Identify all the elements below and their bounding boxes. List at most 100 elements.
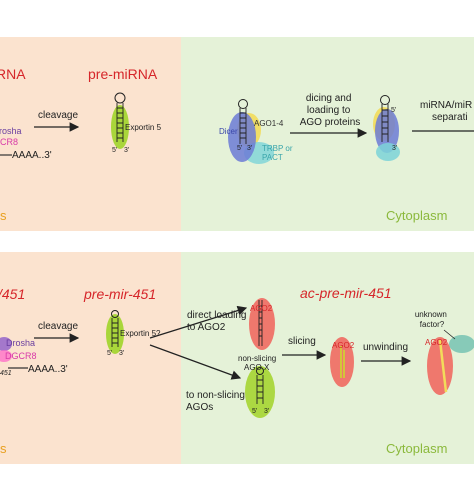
loaded-ago-complex: 5' 3' (373, 95, 400, 161)
ago2-loaded: AGO2 (249, 298, 275, 350)
loaded-hairpin-stem (381, 104, 389, 142)
polya-tail-label-bottom: AAAA..3' (28, 364, 68, 375)
ago2-hairpin (258, 300, 263, 346)
nonslicing-route-line2: AGOs (186, 402, 213, 413)
ago2-sliced: AGO2 (330, 337, 355, 387)
dicing-label-line3: AGO proteins (300, 117, 361, 128)
nonslicing-route-line1: to non-slicing (186, 390, 245, 401)
ago-x-prime3: 3' (264, 408, 269, 415)
unknown-factor-line2: factor? (420, 320, 445, 329)
cytoplasm-label-bottom: Cytoplasm (386, 441, 447, 456)
pre-mirna-exportin5: Exportin 5 5' 3' (111, 92, 162, 154)
ago2-mature-label: AGO2 (425, 338, 448, 347)
dicer-complex: Dicer AGO1-4 TRBP or PACT 5' 3' (219, 99, 295, 164)
nucleus-label-bottom: s (0, 441, 7, 456)
loaded-ago-cyan (376, 143, 400, 161)
ago-x-loaded: non-slicing AGO X 5' 3' (238, 354, 278, 418)
trbp-label-line2: PACT (262, 153, 283, 162)
nucleus-region-bottom (0, 252, 181, 464)
nonslicing-ago-label: non-slicing AGO X (238, 354, 278, 372)
nonslicing-ago-line1: non-slicing (238, 354, 276, 363)
exportin5-shape-bottom (106, 314, 124, 354)
dicing-label: dicing and loading to AGO proteins (300, 93, 361, 128)
dgcr8-label-bottom: DGCR8 (5, 351, 37, 361)
drosha-complex-bottom: Drosha DGCR8 451 AAAA..3' (0, 337, 68, 377)
dgcr8-label: CR8 (0, 137, 18, 147)
nonslicing-route-label: to non-slicing AGOs (186, 390, 248, 413)
pre-mirna-label: pre-miRNA (88, 66, 158, 82)
direct-loading-line1: direct loading (187, 310, 246, 321)
nucleus-label: s (0, 208, 7, 223)
hairpin-stem-bottom (111, 318, 119, 347)
pre-mir451-label: pre-mir-451 (83, 286, 156, 302)
direct-loading-line2: to AGO2 (187, 322, 226, 333)
trbp-label-line1: TRBP or (262, 144, 293, 153)
hairpin-loop-bottom (111, 310, 119, 318)
prime3-label-bottom: 3' (119, 350, 124, 357)
ago-x-hairpin-loop (256, 367, 264, 375)
ago-x-hairpin-stem (256, 375, 264, 404)
dicing-label-line1: dicing and (306, 93, 352, 104)
exportin5-shape (111, 105, 129, 149)
hairpin-loop (114, 92, 126, 104)
hairpin-stem (116, 103, 124, 142)
pre-mir451-exportin5: Exportin 5? 5' 3' (106, 310, 161, 357)
prime5-label: 5' (112, 147, 117, 154)
ago-x-prime5: 5' (252, 408, 257, 415)
mature-mir451-complex: AGO2 unknown factor? (415, 310, 474, 395)
loaded-prime5-top: 5' (391, 107, 396, 114)
dicer-prime3: 3' (247, 145, 252, 152)
dicer-shape (228, 112, 256, 162)
dicer-hairpin-loop (238, 99, 248, 109)
nucleus-region (0, 37, 181, 231)
ac-pre-mir451-label: ac-pre-mir-451 (300, 285, 392, 301)
trbp-label: TRBP or PACT (262, 144, 295, 162)
drosha-label: rosha (0, 126, 22, 136)
unknown-factor-line1: unknown (415, 310, 447, 319)
ago2-sliced-strand (340, 346, 345, 378)
cleavage-label: cleavage (38, 110, 78, 121)
dgcr8-blob (0, 350, 12, 362)
drosha-blob (0, 337, 12, 351)
unknown-factor-label: unknown factor? (415, 310, 449, 329)
panel-mir451-pathway: /451 pre-mir-451 ac-pre-mir-451 Drosha D… (0, 252, 474, 464)
exportin5-label: Exportin 5 (125, 123, 162, 132)
dicer-prime5: 5' (237, 145, 242, 152)
ago14-label: AGO1-4 (254, 119, 284, 128)
cleavage-label-bottom: cleavage (38, 321, 78, 332)
separation-label-line2: separati (432, 112, 468, 123)
drosha-label-bottom: Drosha (6, 338, 35, 348)
ago2-mature-shape (427, 337, 453, 395)
dicer-label: Dicer (219, 127, 238, 136)
prime5-label-bottom: 5' (107, 350, 112, 357)
nonslicing-route-arrow (149, 344, 242, 380)
direct-loading-label: direct loading to AGO2 (187, 310, 249, 333)
pri-mir451-label: /451 (0, 286, 25, 302)
cytoplasm-region-bottom (181, 252, 474, 464)
loaded-ago-blue (375, 109, 399, 153)
polya-tail-label: AAAA..3' (12, 150, 52, 161)
unknown-factor-pointer (443, 329, 456, 340)
separation-label-line1: miRNA/miR (420, 100, 472, 111)
unwinding-label: unwinding (363, 342, 408, 353)
loaded-hairpin-loop (380, 95, 390, 105)
pri-mirna-label: RNA (0, 66, 26, 82)
separation-label: miRNA/miR separati (420, 100, 474, 123)
slicing-label: slicing (288, 336, 316, 347)
nonslicing-ago-line2: AGO X (244, 363, 270, 372)
cytoplasm-label: Cytoplasm (386, 208, 447, 223)
unknown-factor-shape (449, 335, 474, 353)
exportin5-label-bottom: Exportin 5? (120, 329, 161, 338)
loaded-prime3: 3' (392, 145, 397, 152)
prime3-label: 3' (124, 147, 129, 154)
ago2-sliced-label: AGO2 (332, 341, 355, 350)
drosha-complex: rosha CR8 AAAA..3' (0, 126, 52, 161)
direct-loading-arrow (149, 305, 248, 339)
dicing-label-line2: loading to (307, 105, 351, 116)
ago2-label: AGO2 (250, 304, 273, 313)
mir451-fragment-label: 451 (0, 370, 12, 377)
panel-canonical-pathway: RNA pre-miRNA rosha CR8 AAAA..3' cleavag… (0, 37, 474, 231)
mature-strand (438, 339, 448, 393)
